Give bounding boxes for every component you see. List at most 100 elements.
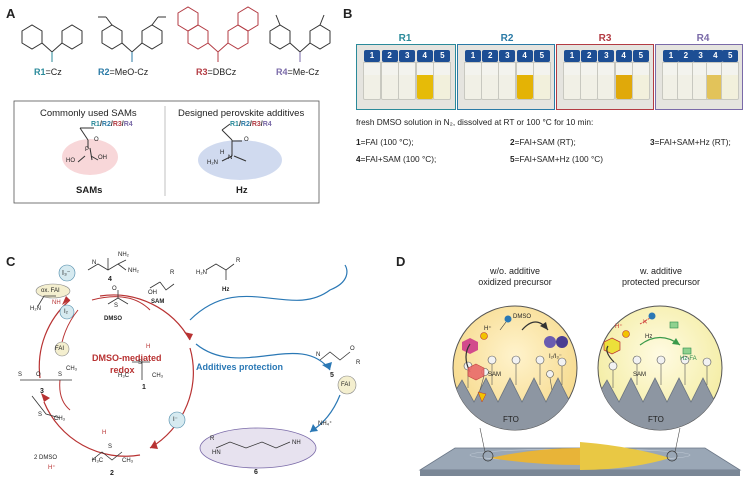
compound-4-number: 4: [108, 276, 112, 283]
compound-5-number: 5: [330, 372, 334, 379]
vial: 5: [631, 50, 650, 100]
dimethylsulfide-ch3: CH₃: [54, 416, 66, 422]
compound-2-s: S: [108, 444, 113, 450]
condition-5: 5=FAI+SAM+Hz (100 °C): [510, 154, 604, 164]
dmso-s: S: [114, 303, 119, 309]
dimethylsulfide-s: S: [38, 412, 43, 418]
box-left-title: Commonly used SAMs: [40, 108, 137, 119]
sam-d-left: SAM: [488, 372, 502, 378]
panel-a-letter: A: [6, 6, 16, 21]
compound-2-h3c: H₃C: [92, 458, 104, 464]
molecule-label-r4: R4=Me-Cz: [276, 67, 320, 77]
photo-title-r1: R1: [398, 33, 412, 44]
hz-label-c: Hz: [222, 287, 230, 293]
hz-r-c: R: [236, 258, 241, 264]
protection-title: Additives protection: [196, 362, 284, 372]
compound-6-number: 6: [254, 469, 258, 476]
photo-title-r3: R3: [598, 33, 612, 44]
hz-label: Hz: [236, 185, 248, 196]
vial-photo-r2: 1 2 3 4 5: [457, 44, 555, 110]
compound-6-highlight: [199, 427, 317, 469]
sam-oh-c: OH: [148, 290, 157, 296]
molecule-label-r2: R2=MeO-Cz: [98, 67, 149, 77]
carbazole-r1: [21, 24, 83, 62]
vial: 2: [481, 50, 500, 100]
i2-label: I₂: [64, 309, 68, 315]
hplus-c: H⁺: [48, 465, 56, 471]
carbazole-r4: [269, 14, 331, 62]
condition-2: 2=FAI+SAM (RT);: [510, 137, 576, 147]
compound-2-ch3: CH₃: [122, 458, 134, 464]
hplus-d-right: H⁺: [615, 324, 623, 330]
vial: 5: [532, 50, 551, 100]
vial: 5: [721, 50, 740, 100]
condition-4: 4=FAI+SAM (100 °C);: [356, 154, 437, 164]
two-dmso: 2 DMSO: [34, 455, 58, 461]
vial-photo-r3: 1 2 3 4 5: [556, 44, 654, 110]
compound-3-s2: S: [58, 372, 63, 378]
compound-1-ch3: CH₃: [152, 373, 164, 379]
compound-3-s: S: [18, 372, 23, 378]
vial: 1: [363, 50, 381, 100]
ox-fai-h2n: H₂N: [30, 306, 41, 312]
sam-d-right: SAM: [633, 372, 647, 378]
right-title-1: w. additive: [639, 266, 683, 276]
sam-r-labels: R1/R2/R3/R4: [91, 121, 133, 128]
compound-6-nh: NH: [292, 440, 301, 446]
panel-d-letter: D: [396, 254, 406, 269]
vial: 1: [464, 50, 482, 100]
compound-3-o: O: [36, 372, 41, 378]
vial-photo-r1: 1 2 3 4 5: [356, 44, 456, 110]
sam-label-c: SAM: [151, 299, 165, 305]
compound-1-s: S: [138, 360, 143, 366]
compound-5-r: R: [356, 360, 361, 366]
vial: 3: [498, 50, 517, 100]
carbazole-r2: [98, 16, 166, 62]
i3-label: I₃⁻: [62, 270, 71, 277]
vial: 5: [433, 50, 452, 100]
hz-o-atom: O: [244, 137, 249, 143]
hz-r-labels: R1/R2/R3/R4: [230, 121, 272, 128]
sam-label: SAMs: [76, 185, 103, 196]
compound-6-hn: HN: [212, 450, 221, 456]
compound-2-number: 2: [110, 470, 114, 477]
hz-structure: [221, 123, 247, 162]
vial: 4: [614, 50, 633, 100]
ox-fai-nh: NH: [52, 300, 61, 306]
i2i3-d-label: I₂/I₃⁻: [549, 354, 562, 360]
vial: 1: [563, 50, 581, 100]
compound-4-nh2-b: NH₂: [128, 268, 139, 274]
condition-3: 3=FAI+SAM+Hz (RT);: [650, 137, 731, 147]
left-title-1: w/o. additive: [489, 266, 541, 276]
vial-photo-r4: 1 2 3 4 5: [655, 44, 743, 110]
compound-5-n: N: [316, 352, 321, 358]
panel-b-letter: B: [343, 6, 353, 21]
sam-highlight: [62, 139, 118, 175]
dmso-label: DMSO: [104, 316, 122, 322]
iminus-label: I⁻: [173, 417, 178, 423]
photo-title-r4: R4: [696, 33, 710, 44]
photo-title-r2: R2: [500, 33, 514, 44]
compound-1-h3c: H₃C: [118, 373, 130, 379]
compound-6-r: R: [210, 436, 215, 442]
ox-fai-label: ox. FAI: [41, 288, 60, 294]
molecule-label-r1: R1=Cz: [34, 67, 62, 77]
sam-structure: [77, 127, 99, 163]
compound-1-number: 1: [142, 384, 146, 391]
fai2-label: FAI: [341, 382, 351, 388]
fto-d-right: FTO: [648, 415, 664, 424]
vial: 4: [415, 50, 434, 100]
fto-d-left: FTO: [503, 415, 519, 424]
sam-p-atom: P: [85, 147, 90, 153]
right-title-2: protected precursor: [621, 277, 701, 287]
nh4-label: NH₄⁺: [318, 421, 333, 427]
compound-4-n: N: [92, 260, 97, 266]
carbazole-r3: [177, 6, 259, 62]
box-right-title: Designed perovskite additives: [178, 108, 305, 119]
hz-highlight: [198, 140, 282, 180]
svg-text:✕: ✕: [642, 319, 648, 326]
condition-1: 1=FAI (100 °C);: [356, 137, 414, 147]
compound-3-ch3: CH₃: [66, 366, 78, 372]
